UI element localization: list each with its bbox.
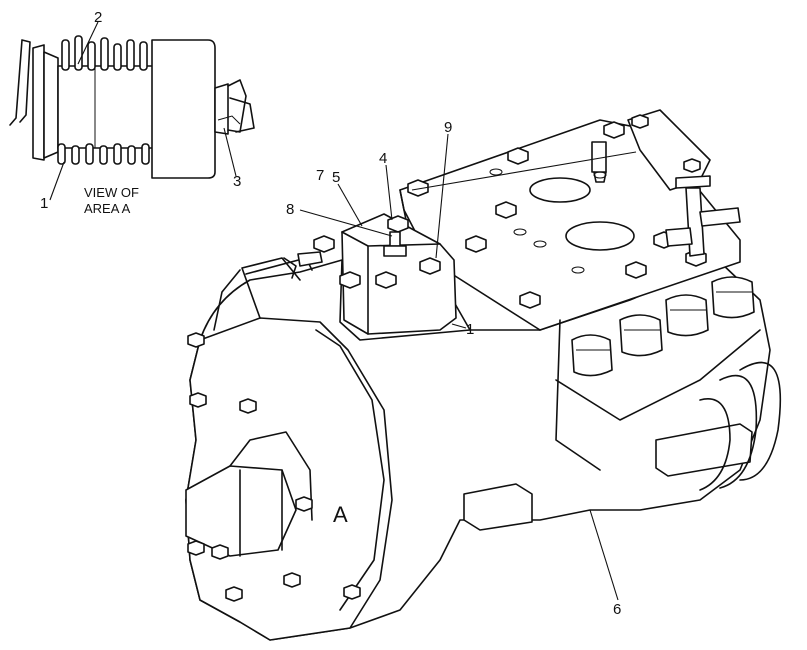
main-assembly	[185, 109, 782, 641]
inset-caption-line1: VIEW OF	[84, 185, 139, 200]
callout-5: 5	[332, 169, 340, 186]
area-a-label: A	[333, 502, 348, 527]
callout-6: 6	[613, 601, 621, 618]
callout-1-main: 1	[466, 321, 474, 338]
spring-coils-top	[61, 35, 148, 71]
delivery-valve-outlets	[571, 276, 755, 377]
callout-2-inset: 2	[94, 9, 102, 26]
callout-1-inset: 1	[40, 195, 48, 212]
inset-view-area-a: 2 1 3 VIEW OF AREA A	[9, 9, 255, 216]
callout-8: 8	[286, 201, 294, 218]
callout-9: 9	[444, 119, 452, 136]
callout-3-inset: 3	[233, 173, 241, 190]
governor-bolts	[187, 332, 361, 602]
callout-7: 7	[316, 167, 324, 184]
spring-coils-bottom	[57, 143, 150, 165]
callout-4: 4	[379, 150, 387, 167]
inset-caption-line2: AREA A	[84, 201, 131, 216]
